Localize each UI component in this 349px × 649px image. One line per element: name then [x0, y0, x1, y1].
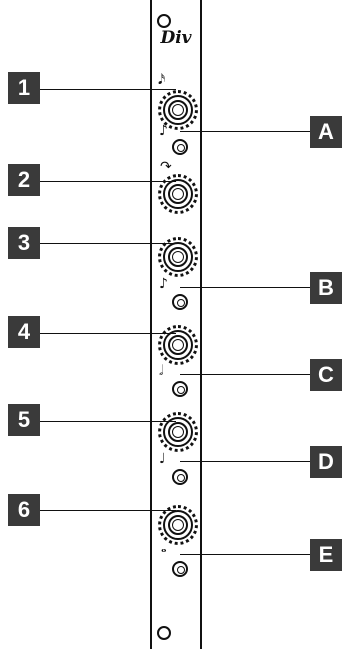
leader-line-d	[180, 461, 310, 462]
callout-jack-d: D	[310, 446, 342, 478]
callout-knob-4: 4	[8, 316, 40, 348]
leader-line-a	[180, 131, 310, 132]
callout-jack-a: A	[310, 116, 342, 148]
knob-6[interactable]	[158, 505, 198, 545]
mount-hole-bottom	[157, 626, 171, 640]
leader-line-5	[40, 421, 176, 422]
callout-knob-1: 1	[8, 72, 40, 104]
jack-e[interactable]	[172, 561, 188, 577]
leader-line-6	[40, 510, 176, 511]
jack-c[interactable]	[172, 381, 188, 397]
note-icon-knob5-bottom: ♩	[159, 452, 166, 466]
jack-a[interactable]	[172, 139, 188, 155]
note-icon-knob6-bottom: 𝅝	[161, 541, 167, 555]
callout-jack-e: E	[310, 539, 342, 571]
leader-line-3	[40, 243, 176, 244]
note-icon-knob1-bottom: ♪	[159, 124, 168, 138]
callout-jack-b: B	[310, 272, 342, 304]
leader-line-c	[180, 374, 310, 375]
callout-knob-3: 3	[8, 227, 40, 259]
leader-line-b	[180, 287, 310, 288]
leader-line-4	[40, 333, 176, 334]
jack-d[interactable]	[172, 469, 188, 485]
note-icon-knob1-top: 𝅘𝅥𝅯	[158, 73, 165, 87]
knob-4[interactable]	[158, 325, 198, 365]
note-icon-knob3-bottom: ♪	[159, 277, 168, 291]
note-icon-knob4-bottom: 𝅗𝅥	[159, 364, 163, 378]
callout-knob-2: 2	[8, 164, 40, 196]
leader-line-1	[40, 89, 176, 90]
module-panel: Div 𝅘𝅥𝅯 ♪ ↷ ♪ 𝅗𝅥 ♩ 𝅝	[150, 0, 202, 649]
callout-knob-5: 5	[8, 404, 40, 436]
callout-jack-c: C	[310, 359, 342, 391]
leader-line-e	[180, 554, 310, 555]
note-icon-knob2-top: ↷	[160, 160, 172, 174]
knob-5[interactable]	[158, 412, 198, 452]
module-title: Div	[152, 28, 200, 48]
callout-knob-6: 6	[8, 494, 40, 526]
mount-hole-top	[157, 14, 171, 28]
leader-line-2	[40, 181, 176, 182]
jack-b[interactable]	[172, 294, 188, 310]
knob-2[interactable]	[158, 174, 198, 214]
